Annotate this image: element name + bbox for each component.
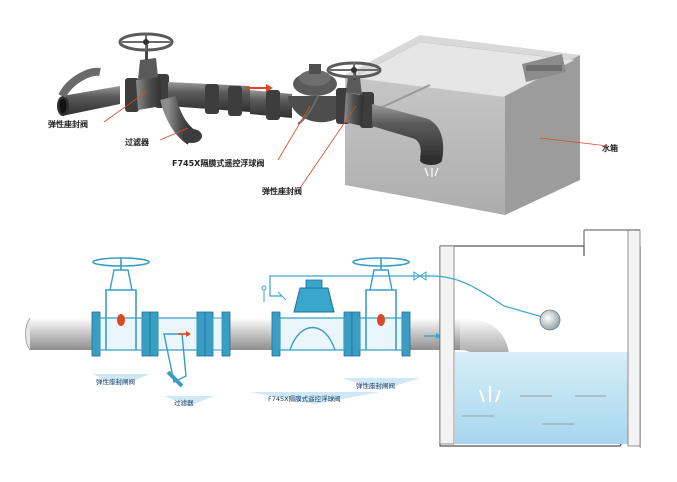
label-strainer-bottom: 过滤器 <box>174 398 194 407</box>
bottom-gate-valve-right <box>351 257 411 357</box>
bottom-control-valve <box>261 271 432 357</box>
label-seal-gate-valve-right: 弹性座封闸阀 <box>356 381 395 390</box>
label-seal-valve-left: 弹性座封阀 <box>48 119 88 129</box>
top-leader-lines <box>103 91 609 189</box>
label-strainer: 过滤器 <box>125 137 150 147</box>
label-control-valve: F745X隔膜式遥控浮球阀 <box>172 158 264 168</box>
bottom-water-tank <box>439 229 641 449</box>
bottom-strainer <box>149 311 231 388</box>
bottom-float-ball <box>431 275 561 331</box>
bottom-main-pipe <box>25 317 510 374</box>
top-control-valve <box>288 64 338 125</box>
label-control-valve-bottom: F745X隔膜式遥控浮球阀 <box>268 394 341 403</box>
label-seal-gate-valve-left: 弹性座封闸阀 <box>96 377 135 386</box>
top-3d-diagram: 弹性座封阀 过滤器 F745X隔膜式遥控浮球阀 弹性座封阀 水箱 <box>48 32 618 215</box>
bottom-gate-valve-left <box>91 257 151 357</box>
top-flow-arrow <box>246 84 273 92</box>
label-water-tank: 水箱 <box>601 143 618 153</box>
top-gate-valve-right <box>326 61 382 128</box>
top-outlet-pipe <box>372 104 444 177</box>
top-gate-valve-left <box>118 32 174 112</box>
label-seal-valve-right: 弹性座封阀 <box>262 186 302 196</box>
bottom-flow-arrow <box>424 333 441 339</box>
top-inlet-pipe <box>57 67 120 116</box>
bottom-schematic: 弹性座封闸阀 过滤器 F745X隔膜式遥控浮球阀 弹性座封闸阀 <box>25 229 641 449</box>
bottom-label-markers <box>92 374 420 406</box>
top-middle-pipe <box>160 82 292 145</box>
